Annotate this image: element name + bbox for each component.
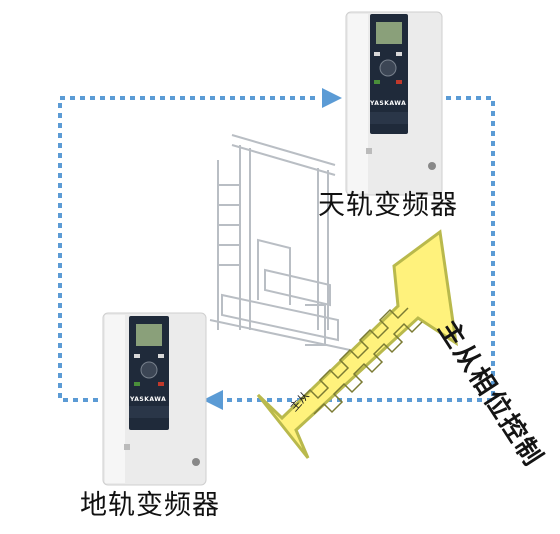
bottom-inverter-brand: YASKAWA	[130, 396, 167, 403]
stacker-crane-illustration	[209, 134, 351, 351]
top-inverter-brand: YASKAWA	[370, 100, 407, 107]
bottom-inverter-label: 地轨变频器	[80, 490, 220, 521]
sync-double-arrow	[256, 229, 458, 459]
arrow-left-head	[203, 390, 223, 410]
top-inverter	[345, 11, 443, 196]
arrow-right-head	[322, 88, 342, 108]
bottom-inverter	[102, 312, 207, 486]
top-inverter-label: 天轨变频器	[318, 190, 458, 221]
dotted-connection	[58, 96, 495, 402]
